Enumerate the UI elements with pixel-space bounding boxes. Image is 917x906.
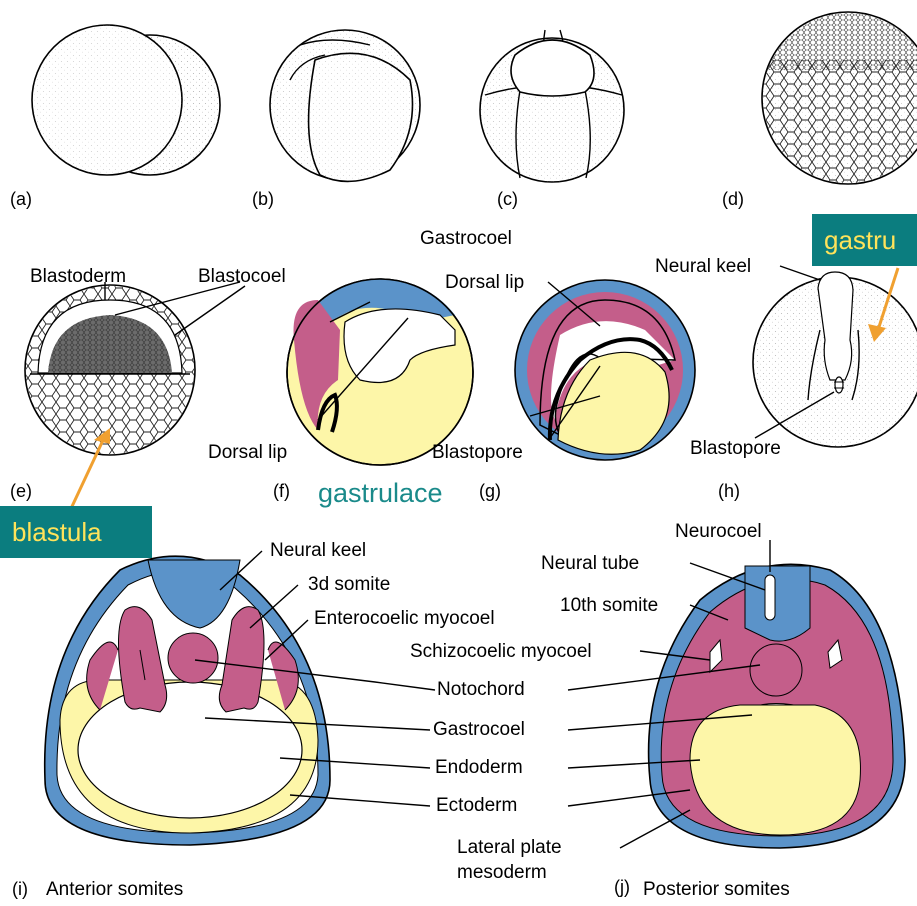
caption-anterior-somites: Anterior somites <box>46 879 183 900</box>
label-neurocoel: Neurocoel <box>675 521 762 542</box>
blastula-callout: blastula <box>0 506 152 558</box>
panel-label-a: (a) <box>10 189 32 209</box>
panel-label-h: (h) <box>718 481 740 501</box>
stage-i-anterior-somites <box>45 556 330 845</box>
panel-label-b: (b) <box>252 189 274 209</box>
label-blastopore-h: Blastopore <box>690 438 781 459</box>
stage-e-blastula <box>20 280 210 460</box>
stage-d-morula <box>760 10 917 190</box>
stage-f-early-gastrula <box>287 279 473 465</box>
label-neural-keel-h: Neural keel <box>655 256 751 277</box>
stage-a-two-cell <box>32 25 220 175</box>
label-blastoderm: Blastoderm <box>30 266 126 287</box>
stage-c-eight-cell <box>480 30 624 182</box>
gastrulace-annotation: gastrulace <box>318 478 443 509</box>
label-neural-tube: Neural tube <box>541 553 639 574</box>
panel-label-g: (g) <box>479 481 501 501</box>
stage-b-four-cell <box>270 30 420 181</box>
label-schizocoelic-myocoel: Schizocoelic myocoel <box>410 641 592 662</box>
panel-label-c: (c) <box>497 189 518 209</box>
label-enterocoelic-myocoel: Enterocoelic myocoel <box>314 608 495 629</box>
panel-label-e: (e) <box>10 481 32 501</box>
label-neural-keel-i: Neural keel <box>270 540 366 561</box>
stage-h-neurula <box>753 272 917 447</box>
label-ectoderm: Ectoderm <box>436 795 517 816</box>
caption-posterior-somites: Posterior somites <box>643 879 790 900</box>
label-endoderm: Endoderm <box>435 757 523 778</box>
label-lateral-plate: Lateral plate <box>457 837 562 858</box>
label-10th-somite: 10th somite <box>560 595 658 616</box>
stage-g-mid-gastrula <box>515 280 695 460</box>
label-blastocoel: Blastocoel <box>198 266 286 287</box>
label-mesoderm: mesoderm <box>457 862 547 883</box>
gastrula-callout: gastru <box>812 214 917 266</box>
label-gastrocoel-g: Gastrocoel <box>420 228 512 249</box>
label-dorsal-lip-g: Dorsal lip <box>445 272 524 293</box>
panel-label-d: (d) <box>722 189 744 209</box>
panel-label-i: (i) <box>12 879 28 899</box>
label-notochord: Notochord <box>437 679 525 700</box>
panel-label-f: (f) <box>273 481 290 501</box>
stage-j-posterior-somites <box>649 564 905 848</box>
label-dorsal-lip-f: Dorsal lip <box>208 442 287 463</box>
panel-label-j: (j) <box>614 877 630 897</box>
label-blastopore-g: Blastopore <box>432 442 523 463</box>
label-3d-somite: 3d somite <box>308 574 390 595</box>
label-gastrocoel: Gastrocoel <box>433 719 525 740</box>
